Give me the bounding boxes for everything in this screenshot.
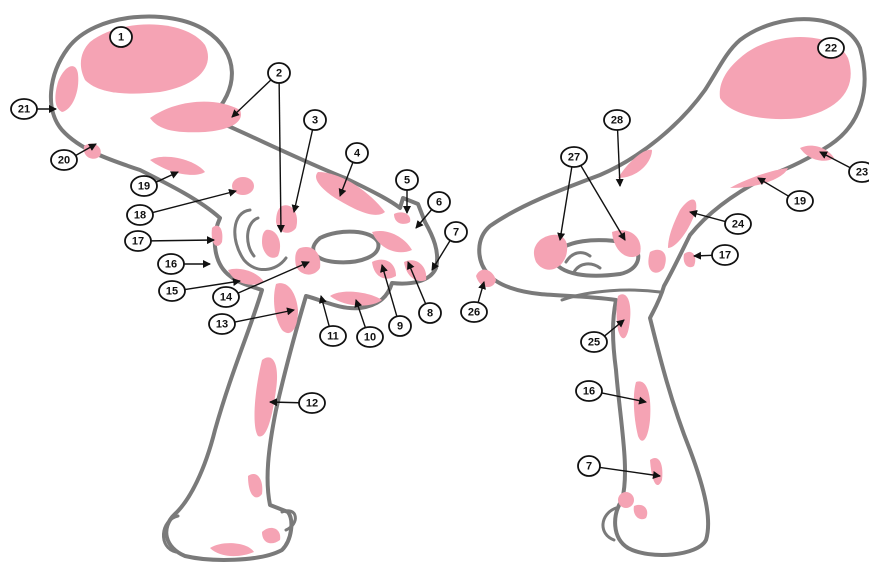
left-label-text-8: 8 xyxy=(427,308,433,320)
right-label-27: 27 xyxy=(561,147,587,167)
right-bone-view xyxy=(476,19,865,555)
right-leader-17 xyxy=(694,255,712,256)
left-label-text-7: 7 xyxy=(453,227,459,239)
left-leader-17 xyxy=(151,240,214,241)
right-label-text-7: 7 xyxy=(586,461,592,473)
left-label-11: 11 xyxy=(320,326,346,346)
left-label-text-3: 3 xyxy=(312,115,318,127)
left-label-text-9: 9 xyxy=(397,321,403,333)
right-label-text-23: 23 xyxy=(856,167,868,179)
right-label-text-17: 17 xyxy=(719,250,731,262)
left-label-15: 15 xyxy=(159,281,185,301)
left-label-text-19: 19 xyxy=(138,181,150,193)
left-leader-12 xyxy=(270,402,299,403)
left-label-10: 10 xyxy=(357,327,383,347)
left-label-text-16: 16 xyxy=(165,259,177,271)
left-label-16: 16 xyxy=(158,254,184,274)
right-label-25: 25 xyxy=(581,332,607,352)
right-label-text-25: 25 xyxy=(588,337,600,349)
left-label-text-18: 18 xyxy=(134,210,146,222)
left-foramen xyxy=(313,232,378,263)
left-label-text-5: 5 xyxy=(404,175,410,187)
left-label-text-6: 6 xyxy=(436,197,442,209)
right-leader-19 xyxy=(758,178,789,196)
left-label-text-11: 11 xyxy=(327,331,339,343)
left-label-17: 17 xyxy=(125,231,151,251)
right-label-28: 28 xyxy=(604,110,630,130)
left-label-text-12: 12 xyxy=(306,398,318,410)
left-label-18: 18 xyxy=(127,205,153,225)
left-label-8: 8 xyxy=(419,303,441,323)
left-bone-outline xyxy=(51,16,437,559)
left-label-1: 1 xyxy=(110,27,132,47)
left-label-12: 12 xyxy=(299,393,325,413)
right-area-17 xyxy=(684,252,696,267)
left-label-21: 21 xyxy=(11,99,37,119)
right-label-text-28: 28 xyxy=(611,115,623,127)
left-label-text-13: 13 xyxy=(216,319,228,331)
left-label-6: 6 xyxy=(428,192,450,212)
left-label-19: 19 xyxy=(131,176,157,196)
left-leader-2-1 xyxy=(232,80,271,117)
right-label-text-27: 27 xyxy=(568,152,580,164)
left-label-14: 14 xyxy=(213,287,239,307)
left-label-13: 13 xyxy=(209,314,235,334)
left-label-text-10: 10 xyxy=(364,332,376,344)
right-label-16: 16 xyxy=(576,381,602,401)
right-label-text-26: 26 xyxy=(468,307,480,319)
left-label-20: 20 xyxy=(51,150,77,170)
left-label-text-15: 15 xyxy=(166,286,178,298)
right-label-7: 7 xyxy=(578,456,600,476)
right-area-foot-1 xyxy=(618,492,634,508)
right-label-text-16: 16 xyxy=(583,386,595,398)
right-label-text-19: 19 xyxy=(794,196,806,208)
left-area-18 xyxy=(232,177,254,195)
left-label-3: 3 xyxy=(304,110,326,130)
right-label-text-22: 22 xyxy=(825,43,837,55)
left-label-text-20: 20 xyxy=(58,155,70,167)
left-label-text-21: 21 xyxy=(18,104,30,116)
left-label-text-4: 4 xyxy=(354,148,361,160)
right-label-24: 24 xyxy=(725,214,751,234)
right-label-19: 19 xyxy=(787,191,813,211)
left-label-2: 2 xyxy=(268,63,290,83)
right-label-17: 17 xyxy=(712,245,738,265)
right-label-26: 26 xyxy=(461,302,487,322)
left-label-text-17: 17 xyxy=(132,236,144,248)
right-label-22: 22 xyxy=(818,38,844,58)
left-label-4: 4 xyxy=(346,143,368,163)
left-bone-view xyxy=(51,16,437,559)
left-label-7: 7 xyxy=(445,222,467,242)
right-label-text-24: 24 xyxy=(732,219,745,231)
right-leader-26 xyxy=(478,282,484,303)
left-label-text-1: 1 xyxy=(118,32,124,44)
left-label-text-2: 2 xyxy=(276,68,282,80)
left-label-text-14: 14 xyxy=(220,292,233,304)
left-label-9: 9 xyxy=(389,316,411,336)
left-label-5: 5 xyxy=(396,170,418,190)
right-label-23: 23 xyxy=(849,162,869,182)
